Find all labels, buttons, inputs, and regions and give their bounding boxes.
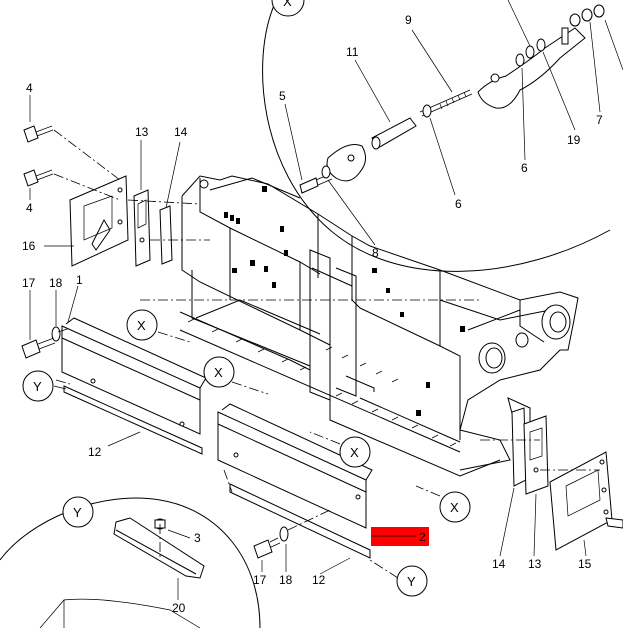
callout-x2[interactable]: X <box>203 356 235 388</box>
highlight-label: 2 <box>419 530 426 544</box>
part-label-11: 11 <box>346 45 359 59</box>
part-label-19: 19 <box>567 133 581 147</box>
part-label-8: 8 <box>372 246 379 260</box>
part-label-13a: 13 <box>135 125 149 139</box>
svg-text:X: X <box>350 445 359 460</box>
part-labels: 1 3 4 4 5 6 6 7 8 9 11 12 12 13 13 14 14… <box>22 13 603 615</box>
part-label-18b: 18 <box>279 573 293 587</box>
part-label-9: 9 <box>405 13 412 27</box>
part-label-5: 5 <box>279 89 286 103</box>
part-label-12a: 12 <box>88 445 102 459</box>
part-label-14b: 14 <box>492 557 506 571</box>
front-panel-center <box>217 403 373 575</box>
part-label-18a: 18 <box>49 276 63 290</box>
part-label-1: 1 <box>76 273 83 287</box>
part-label-6b: 6 <box>521 161 528 175</box>
part-label-20: 20 <box>172 601 186 615</box>
part-label-12b: 12 <box>312 573 326 587</box>
assembly-paths <box>55 299 480 579</box>
front-panel-left <box>21 285 207 455</box>
part-label-16: 16 <box>22 239 36 253</box>
right-bracket-assembly <box>480 407 623 557</box>
part-label-4a: 4 <box>26 81 33 95</box>
svg-text:Y: Y <box>73 505 82 520</box>
callout-x3[interactable]: X <box>339 436 371 468</box>
part-label-3: 3 <box>194 531 201 545</box>
callout-x1[interactable]: X <box>126 309 158 341</box>
svg-text:X: X <box>214 365 223 380</box>
highlight-callout-2[interactable]: 2 <box>371 527 429 546</box>
svg-text:X: X <box>450 500 459 515</box>
svg-text:Y: Y <box>33 379 42 394</box>
svg-text:Y: Y <box>407 574 416 589</box>
detail-y-view <box>0 497 261 628</box>
highlight-box <box>371 527 429 546</box>
callout-y3[interactable]: Y <box>62 496 94 528</box>
callout-y2[interactable]: Y <box>396 565 428 597</box>
left-bracket-assembly <box>23 95 210 267</box>
part-label-17b: 17 <box>253 573 267 587</box>
callout-x-top[interactable]: X <box>271 0 305 17</box>
part-label-14a: 14 <box>174 125 188 139</box>
part-label-17a: 17 <box>22 276 36 290</box>
part-label-4b: 4 <box>26 201 33 215</box>
svg-text:X: X <box>283 0 292 9</box>
callout-x4[interactable]: X <box>439 491 471 523</box>
detail-x-view <box>262 0 623 272</box>
part-label-7: 7 <box>596 113 603 127</box>
callout-y1[interactable]: Y <box>22 370 54 402</box>
part-label-13b: 13 <box>528 557 542 571</box>
main-chassis <box>179 175 579 477</box>
part-label-6a: 6 <box>455 197 462 211</box>
part-label-15: 15 <box>578 557 592 571</box>
svg-text:X: X <box>137 318 146 333</box>
